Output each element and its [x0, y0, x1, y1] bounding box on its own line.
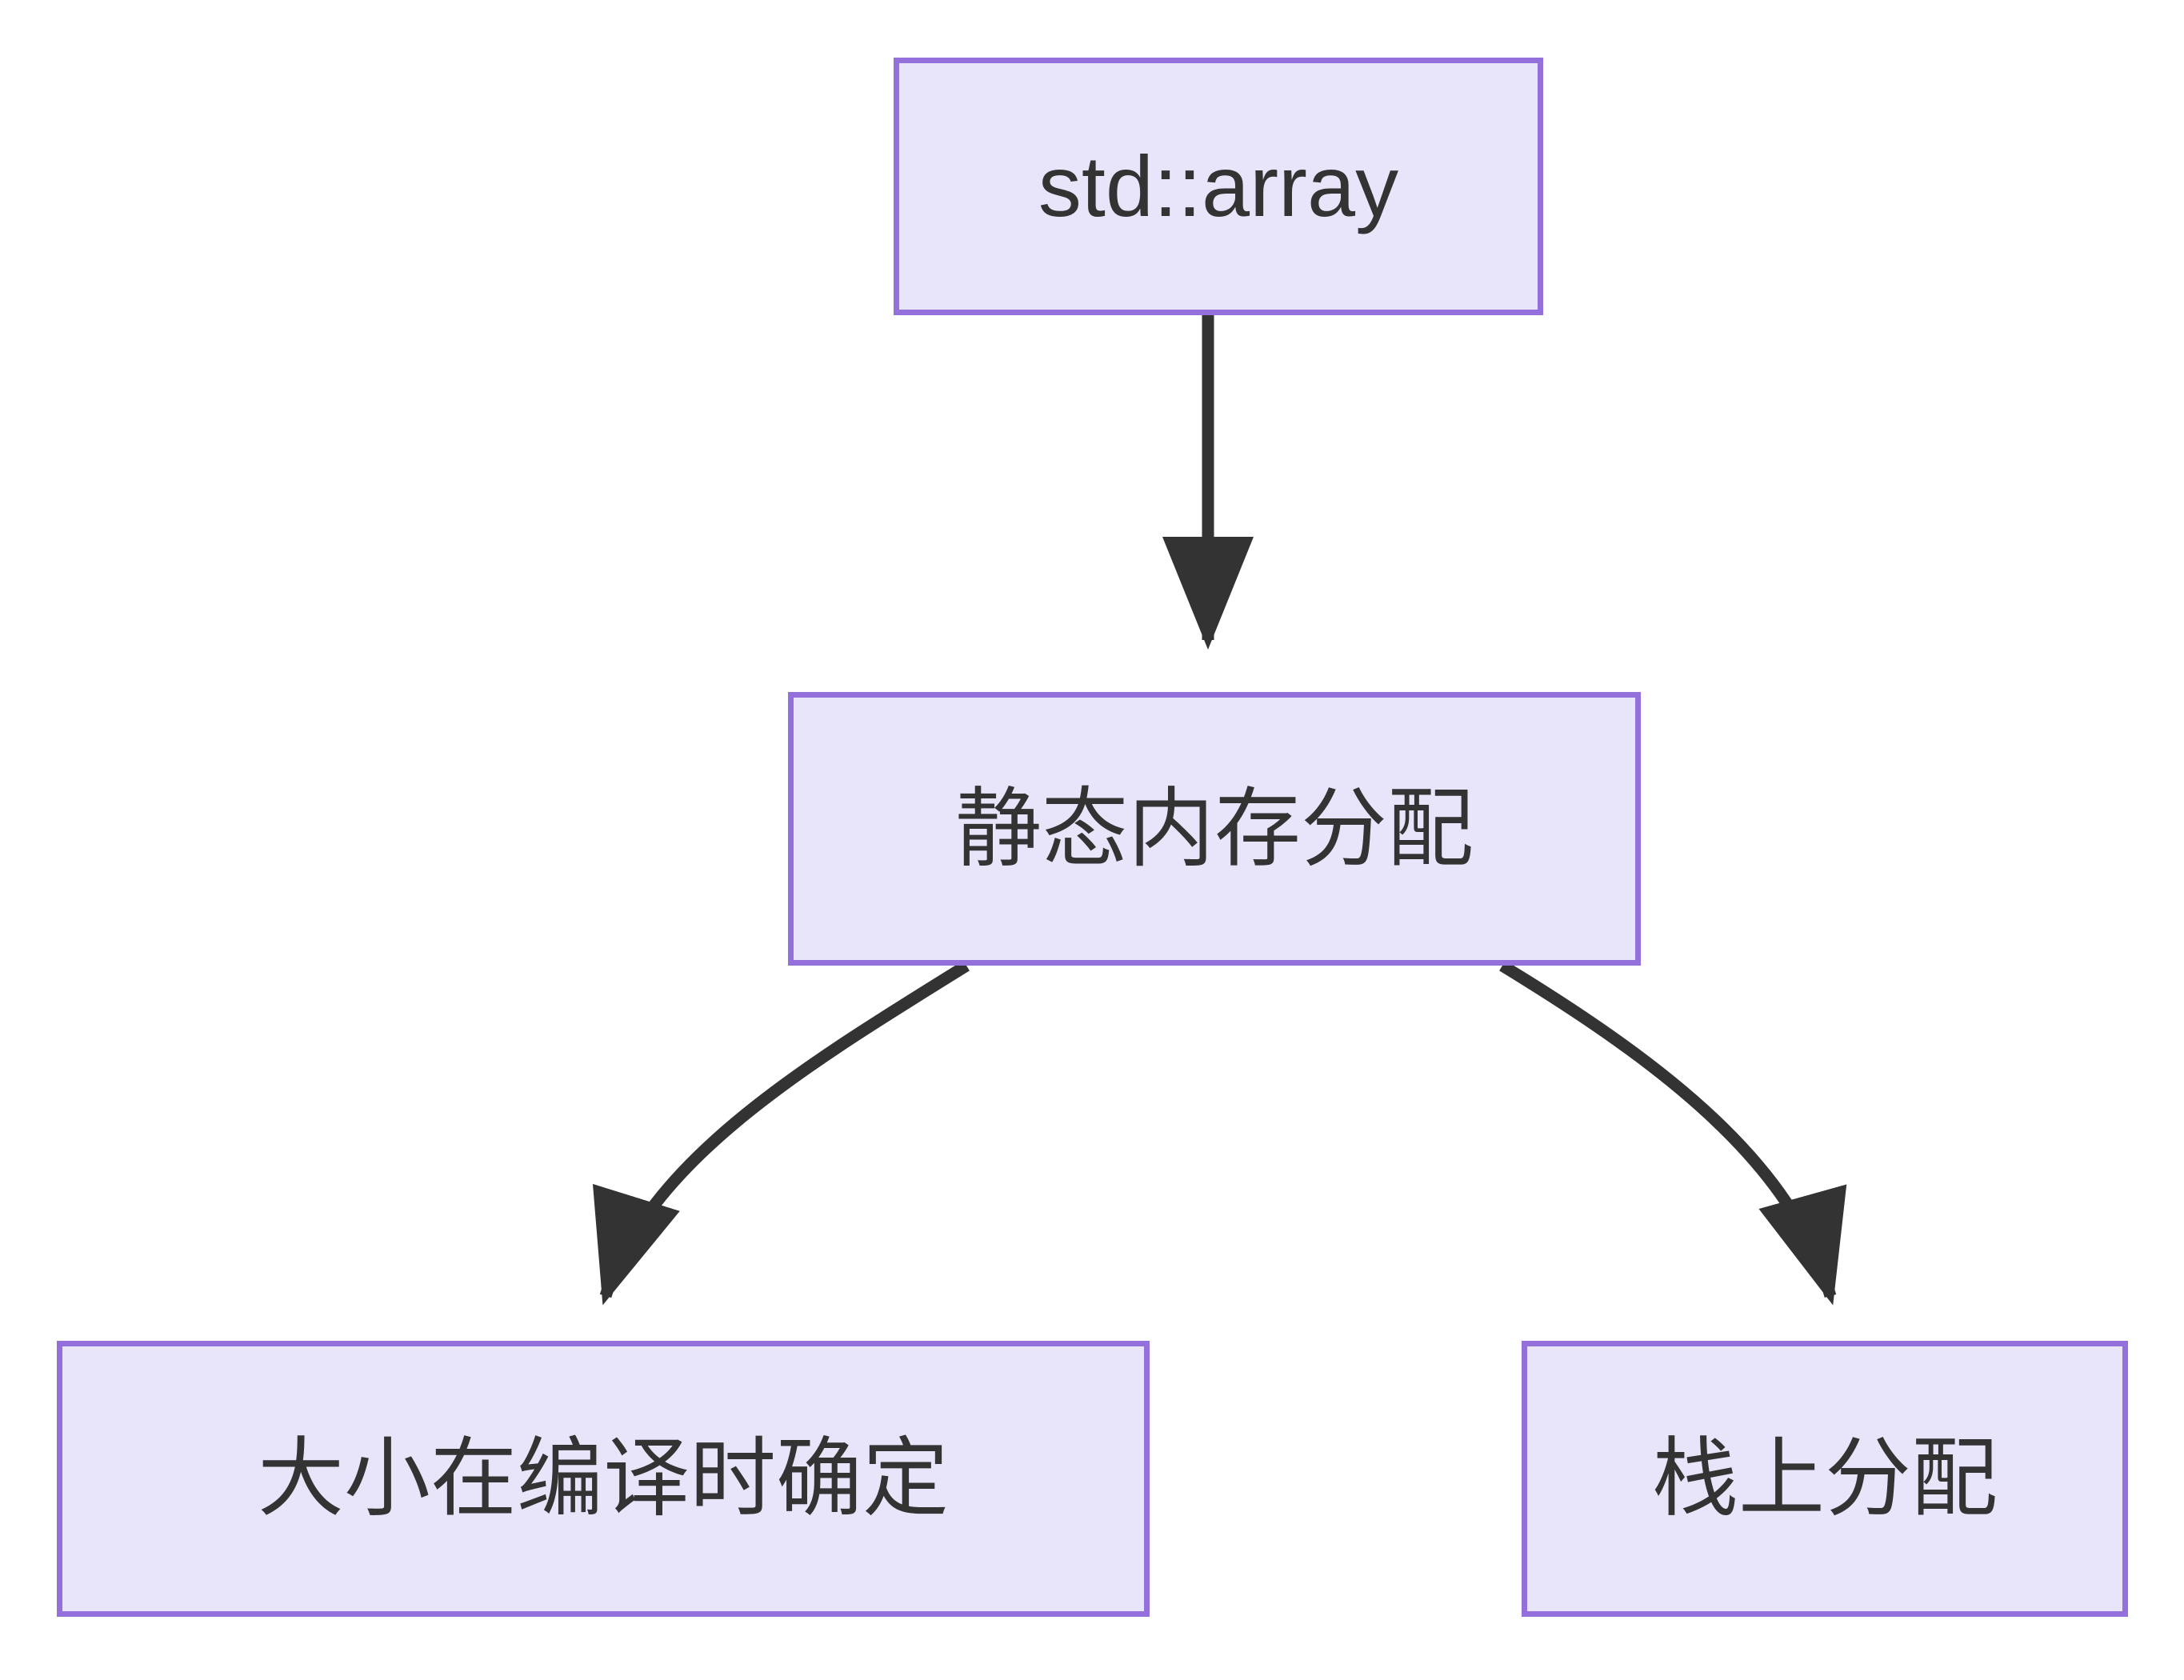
node-stack-allocation[interactable]: 栈上分配	[1522, 1341, 2128, 1617]
node-compile-time-size-label: 大小在编译时确定	[257, 1430, 949, 1527]
node-compile-time-size[interactable]: 大小在编译时确定	[57, 1341, 1150, 1617]
node-static-memory-allocation-label: 静态内存分配	[954, 779, 1474, 877]
node-std-array-label: std::array	[1038, 137, 1399, 234]
node-std-array[interactable]: std::array	[894, 58, 1543, 315]
node-static-memory-allocation[interactable]: 静态内存分配	[788, 692, 1641, 966]
node-stack-allocation-label: 栈上分配	[1651, 1430, 1998, 1527]
edge-static-alloc-to-stack-alloc	[1499, 960, 1847, 1306]
edge-static-alloc-to-compile-time-size	[593, 960, 970, 1306]
